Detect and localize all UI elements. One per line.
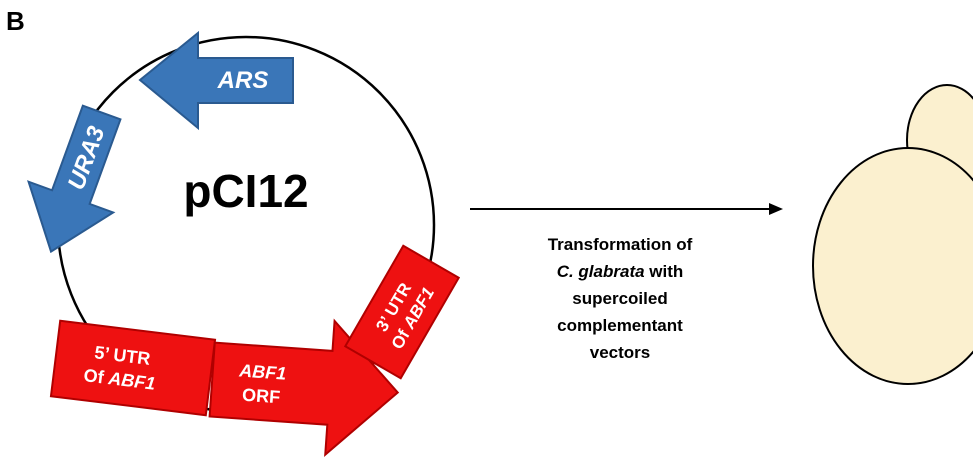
ars-arrow-shape <box>138 30 294 131</box>
utr5-label-prefix: Of <box>83 365 110 388</box>
caption-species: C. glabrata <box>557 262 645 281</box>
ura3-arrow-shape <box>27 104 122 254</box>
caption-with: with <box>645 262 684 281</box>
ars-label: ARS <box>217 67 269 94</box>
utr5-label-line2: Of ABF1 <box>83 365 157 394</box>
caption-line2: C. glabrata with <box>557 262 684 281</box>
transformation-caption: Transformation of C. glabrata with super… <box>548 235 693 362</box>
caption-line5: vectors <box>590 343 650 362</box>
utr3-box: 3’ UTR Of ABF1 <box>343 244 461 380</box>
yeast-cell <box>812 84 973 385</box>
utr3-box-shape <box>343 244 461 380</box>
caption-line3: supercoiled <box>572 289 667 308</box>
transformation-arrow-head <box>769 203 783 215</box>
caption-line1: Transformation of <box>548 235 693 254</box>
ars-arrow: ARS <box>138 30 294 131</box>
orf-arrow-shape <box>208 318 400 457</box>
ura3-arrow: URA3 <box>27 104 122 254</box>
utr5-box: 5’ UTR Of ABF1 <box>49 319 217 417</box>
plasmid-name: pCI12 <box>183 165 308 217</box>
orf-label-gene: ABF1 <box>238 360 287 383</box>
panel-letter: B <box>6 6 25 36</box>
orf-arrow: ABF1 ORF <box>208 318 400 457</box>
orf-label-orf: ORF <box>242 385 281 408</box>
yeast-mother-cell <box>812 147 973 385</box>
transformation-arrow <box>470 203 783 215</box>
utr5-box-shape <box>49 319 217 417</box>
caption-line4: complementant <box>557 316 683 335</box>
